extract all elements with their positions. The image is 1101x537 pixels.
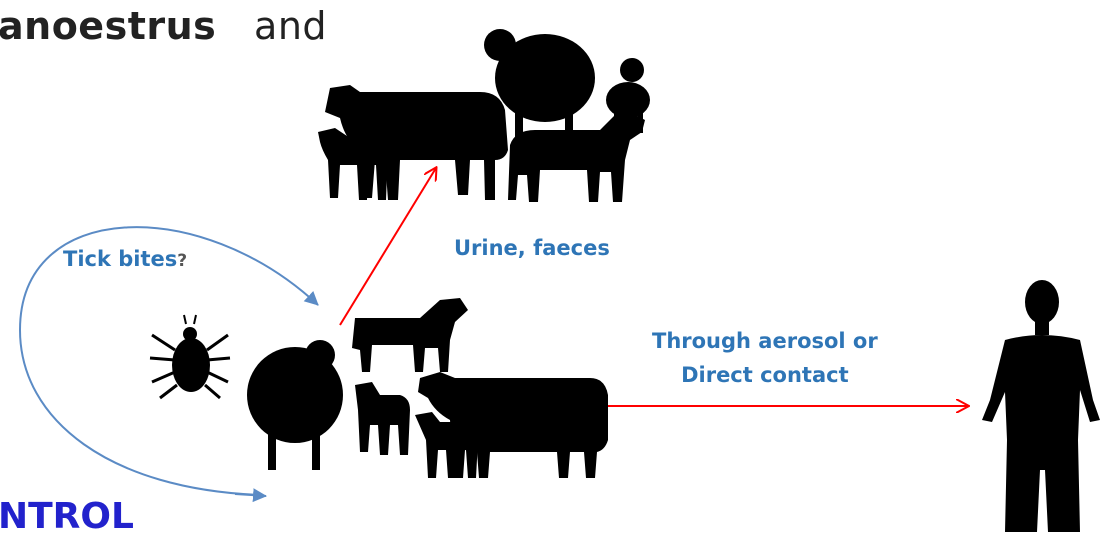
footer-text: NTROL — [0, 496, 134, 537]
tick-icon — [150, 315, 230, 398]
transmission-line-1: Through aerosol or — [652, 324, 878, 358]
herd-silhouette-top — [318, 29, 650, 202]
urine-faeces-label: Urine, faeces — [454, 236, 610, 260]
human-silhouette — [982, 280, 1100, 532]
tick-question: ? — [177, 251, 187, 271]
tick-bites-label: Tick bites? — [63, 247, 187, 271]
transmission-label: Through aerosol or Direct contact — [652, 324, 878, 392]
transmission-line-2: Direct contact — [652, 358, 878, 392]
herd-silhouette-center — [247, 298, 608, 478]
tick-bites-text: Tick bites — [63, 247, 177, 271]
